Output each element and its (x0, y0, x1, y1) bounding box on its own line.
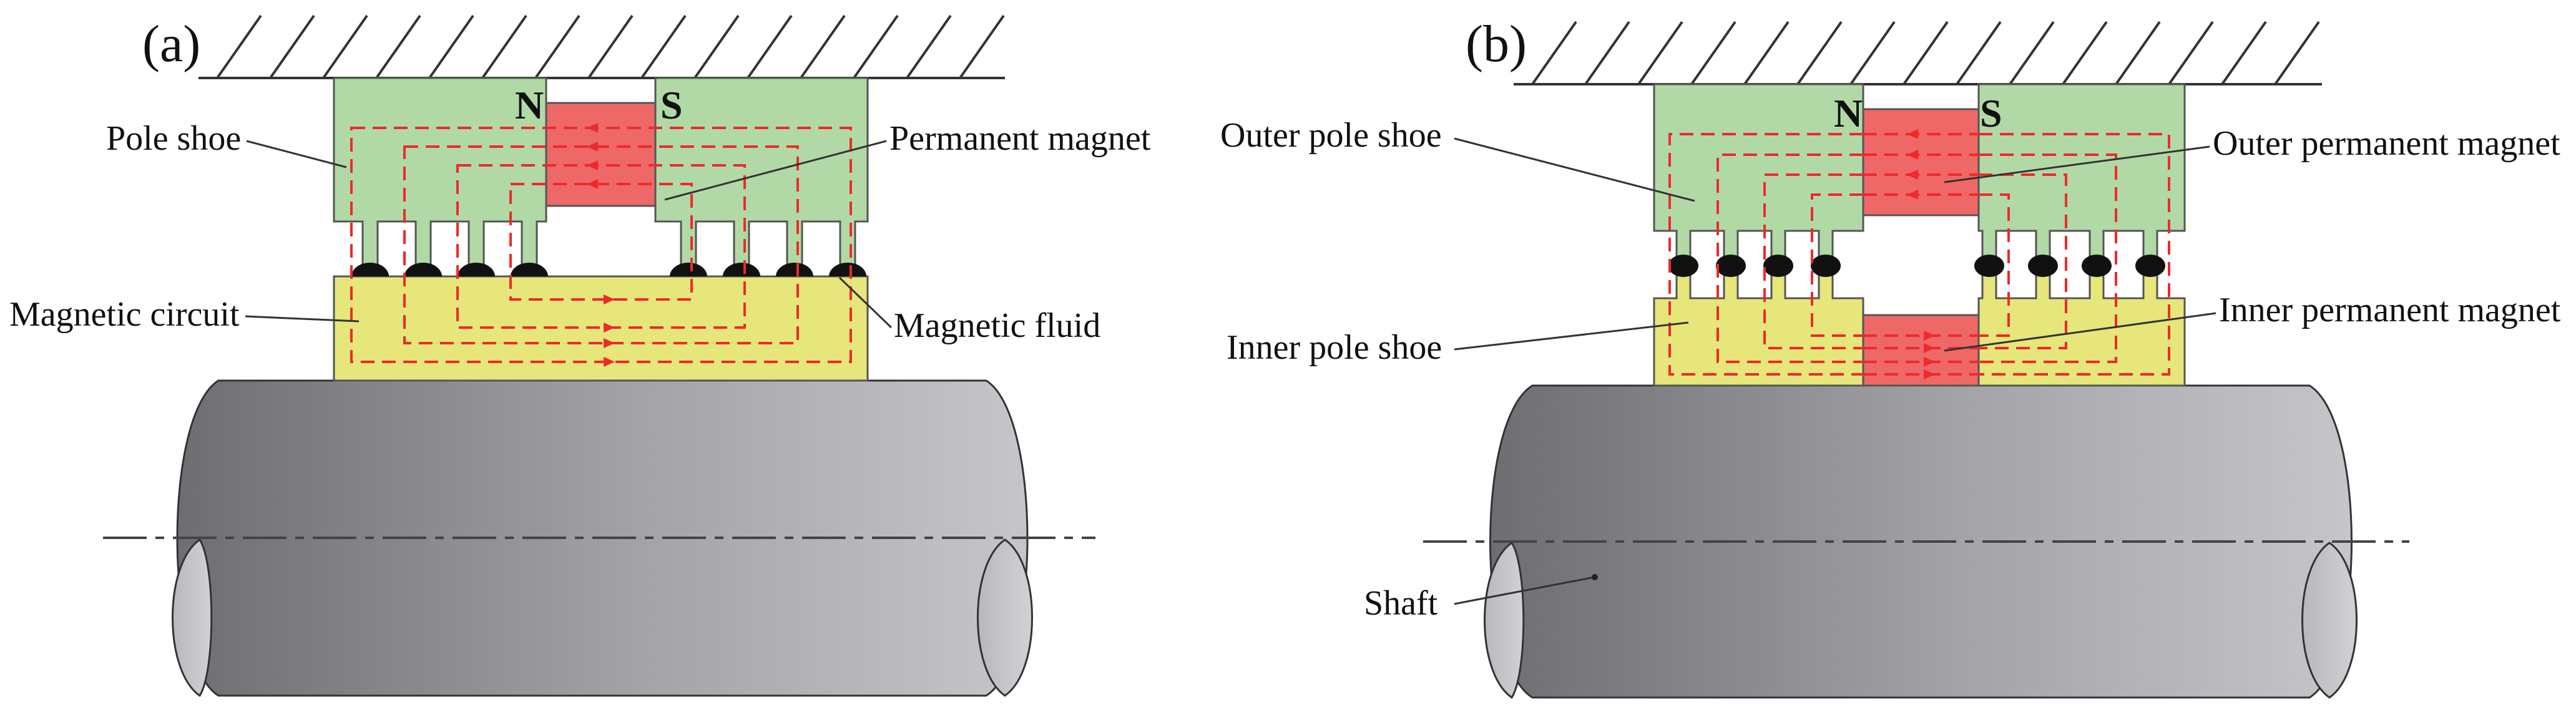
panel-a: (a) (9, 14, 1151, 698)
housing-a (198, 14, 1005, 79)
pole-s-a: S (660, 83, 683, 127)
pole-n-b: N (1834, 91, 1863, 135)
permanent-magnet-a (545, 102, 657, 207)
magnetic-fluid-b (1668, 255, 2165, 277)
pole-n-a: N (515, 83, 544, 127)
label-inner-pole-shoe: Inner pole shoe (1227, 328, 1442, 367)
label-shaft: Shaft (1364, 584, 1438, 623)
magnetic-fluid-a (351, 263, 866, 276)
pole-shoe-left-a (333, 77, 547, 266)
label-outer-pole-shoe: Outer pole shoe (1220, 116, 1442, 155)
panel-a-label: (a) (142, 15, 200, 73)
pole-shoe-right-a (654, 77, 869, 266)
shaft-b (1423, 384, 2409, 699)
label-inner-permanent-magnet: Inner permanent magnet (2219, 291, 2561, 329)
magnetic-circuit-a (333, 275, 869, 382)
inner-pole-shoe-left (1653, 273, 1864, 387)
label-outer-permanent-magnet: Outer permanent magnet (2213, 124, 2560, 163)
panel-b-label: (b) (1466, 15, 1527, 73)
shaft-a (103, 379, 1095, 698)
shaft-pointer-dot (1592, 574, 1598, 580)
label-magnetic-fluid: Magnetic fluid (894, 306, 1100, 345)
flux-lines-b (1668, 129, 2170, 379)
outer-permanent-magnet (1862, 108, 1980, 216)
housing-b (1514, 21, 2322, 85)
panel-b: (b) (1220, 15, 2561, 699)
label-pole-shoe: Pole shoe (106, 119, 241, 158)
label-magnetic-circuit: Magnetic circuit (9, 295, 240, 334)
outer-pole-shoe-left (1653, 83, 1864, 258)
pole-s-b: S (1980, 91, 2002, 135)
label-permanent-magnet: Permanent magnet (889, 119, 1151, 158)
inner-pole-shoe-right (1977, 273, 2186, 387)
flux-lines-a (350, 123, 852, 367)
